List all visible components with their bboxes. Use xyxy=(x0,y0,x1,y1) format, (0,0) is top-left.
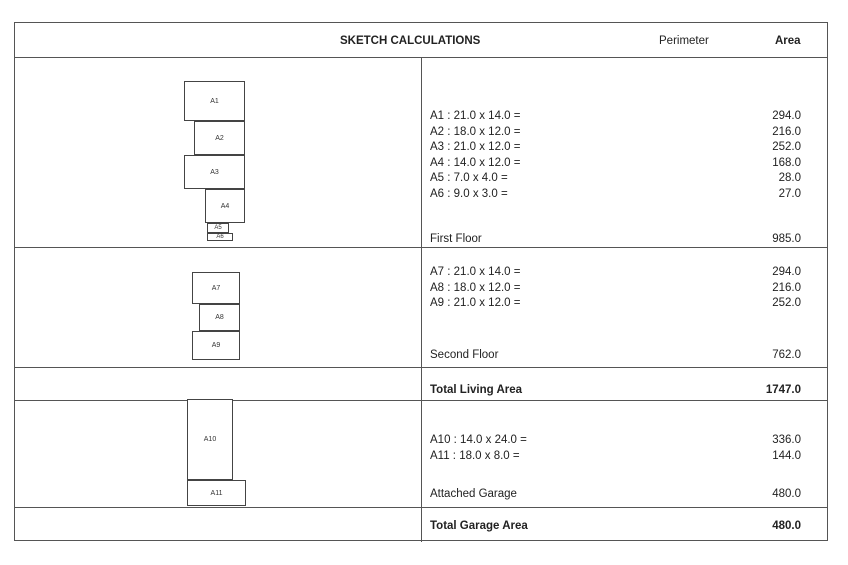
sketch-area-a3: A3 xyxy=(184,155,245,189)
area-value: 336.0 xyxy=(772,434,801,446)
calc-row: A3 : 21.0 x 12.0 = xyxy=(430,141,521,153)
calc-row: A5 : 7.0 x 4.0 = xyxy=(430,172,508,184)
sketch-area-a7: A7 xyxy=(192,272,240,304)
area-value: 252.0 xyxy=(772,141,801,153)
sketch-calculations-table: SKETCH CALCULATIONS Perimeter Area A1 A2… xyxy=(14,22,828,542)
calc-row: A1 : 21.0 x 14.0 = xyxy=(430,110,521,122)
total-living-label: Total Living Area xyxy=(430,384,523,396)
area-value: 144.0 xyxy=(772,449,801,462)
first-floor-calcs: A1 : 21.0 x 14.0 = A2 : 18.0 x 12.0 = A3… xyxy=(430,109,520,202)
sketch-area-a5: A5 xyxy=(207,223,229,233)
garage-areas: 336.0 144.0 xyxy=(772,433,801,464)
first-floor-areas: 294.0 216.0 252.0 168.0 28.0 27.0 xyxy=(772,109,801,202)
calc-row: A10 : 14.0 x 24.0 = xyxy=(430,434,527,446)
second-floor-label: Second Floor xyxy=(430,349,499,361)
sketch-area-a11: A11 xyxy=(187,480,246,506)
area-value: 216.0 xyxy=(772,281,801,294)
calc-row: A4 : 14.0 x 12.0 = xyxy=(430,156,521,169)
area-value: 294.0 xyxy=(772,266,801,278)
perimeter-header: Perimeter xyxy=(659,35,709,47)
total-living-value: 1747.0 xyxy=(765,384,801,396)
calc-row: A2 : 18.0 x 12.0 = xyxy=(430,125,521,138)
area-value: 216.0 xyxy=(772,125,801,138)
first-floor-label: First Floor xyxy=(430,233,482,245)
garage-label: Attached Garage xyxy=(430,488,517,500)
sketch-area-a6: A6 xyxy=(207,233,233,241)
area-value: 252.0 xyxy=(772,297,801,309)
sketch-area-a10: A10 xyxy=(187,399,233,480)
calc-row: A7 : 21.0 x 14.0 = xyxy=(430,266,521,278)
area-header: Area xyxy=(775,35,801,47)
table-title: SKETCH CALCULATIONS xyxy=(340,35,481,47)
area-value: 168.0 xyxy=(772,156,801,169)
area-value: 28.0 xyxy=(778,172,801,184)
total-garage-label: Total Garage Area xyxy=(430,520,528,532)
garage-total: 480.0 xyxy=(772,488,801,500)
garage-calcs: A10 : 14.0 x 24.0 = A11 : 18.0 x 8.0 = xyxy=(430,433,527,464)
sketch-area-a9: A9 xyxy=(192,331,240,360)
first-floor-total: 985.0 xyxy=(772,233,801,245)
sketch-area-a1: A1 xyxy=(184,81,245,121)
area-value: 294.0 xyxy=(772,110,801,122)
second-floor-total: 762.0 xyxy=(772,349,801,361)
calc-row: A6 : 9.0 x 3.0 = xyxy=(430,187,508,200)
sketch-area-a2: A2 xyxy=(194,121,245,155)
second-floor-areas: 294.0 216.0 252.0 xyxy=(772,265,801,312)
calc-row: A8 : 18.0 x 12.0 = xyxy=(430,281,521,294)
sketch-area-a8: A8 xyxy=(199,304,240,331)
second-floor-calcs: A7 : 21.0 x 14.0 = A8 : 18.0 x 12.0 = A9… xyxy=(430,265,520,312)
calc-row: A9 : 21.0 x 12.0 = xyxy=(430,297,521,309)
area-value: 27.0 xyxy=(778,187,801,200)
column-divider xyxy=(421,57,422,542)
total-garage-value: 480.0 xyxy=(772,520,801,532)
sketch-area-a4: A4 xyxy=(205,189,245,223)
calc-row: A11 : 18.0 x 8.0 = xyxy=(430,449,520,462)
